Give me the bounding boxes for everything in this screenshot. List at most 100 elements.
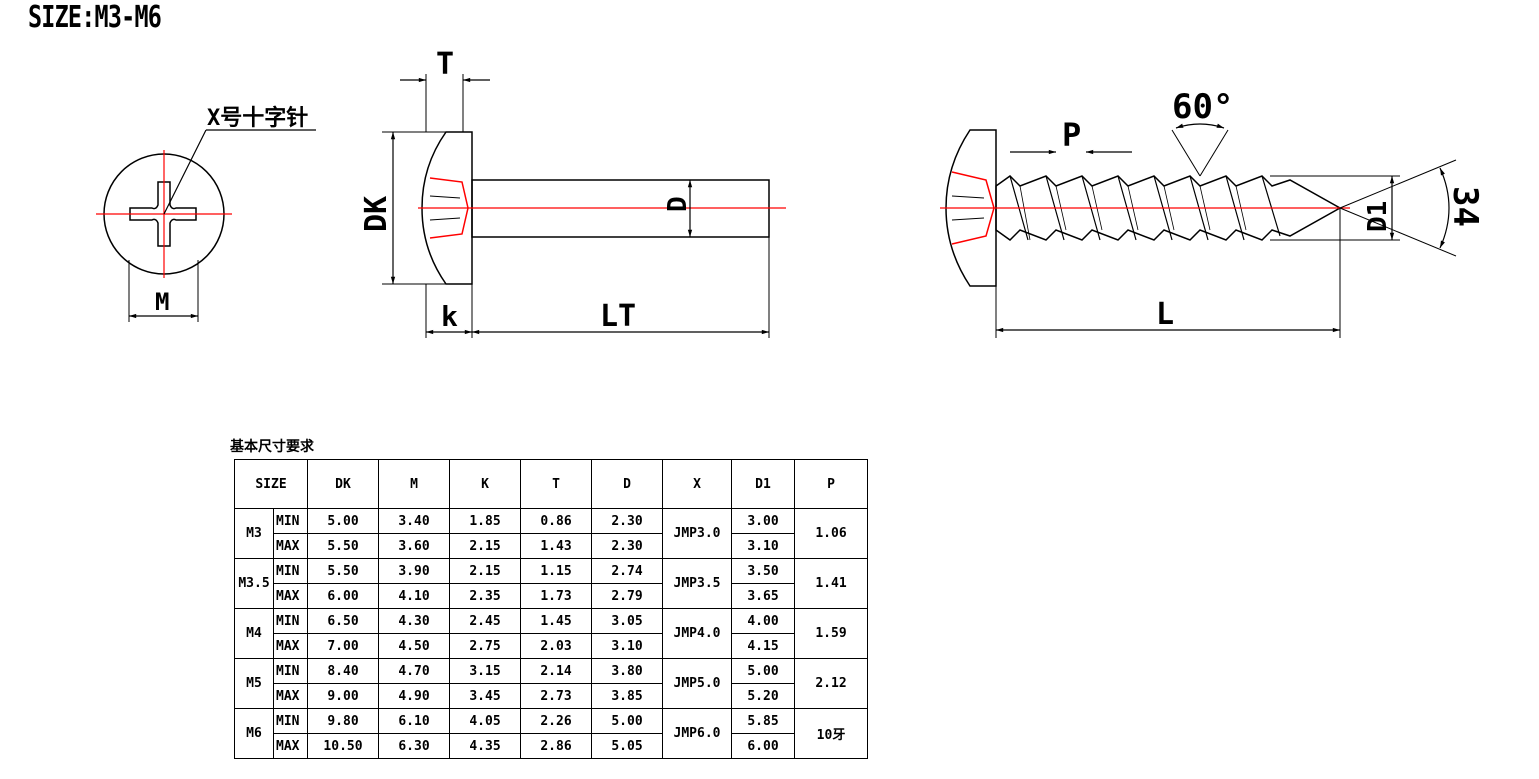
cell-d1: 6.00 bbox=[731, 733, 795, 759]
cell-size: M3.5 bbox=[234, 558, 274, 609]
label-P: P bbox=[1062, 116, 1081, 154]
table-row: M3.5 MIN 5.50 3.90 2.15 1.15 2.74 JMP3.5… bbox=[234, 558, 868, 609]
cell-m: 4.70 bbox=[378, 658, 450, 684]
drawing-title: SIZE:M3-M6 bbox=[28, 0, 162, 35]
cell-d1: 3.65 bbox=[731, 583, 795, 609]
cell-dk: 9.80 bbox=[307, 708, 379, 734]
label-L: L bbox=[1156, 297, 1174, 332]
cell-k: 2.45 bbox=[449, 608, 521, 634]
cell-t: 2.73 bbox=[520, 683, 592, 709]
header-d1: D1 bbox=[731, 459, 795, 509]
tapping-screw-view: P 60° D1 34 L bbox=[940, 87, 1485, 338]
cell-d: 5.00 bbox=[591, 708, 663, 734]
table-caption: 基本尺寸要求 bbox=[230, 439, 314, 455]
cell-minmax: MAX bbox=[273, 633, 308, 659]
cell-k: 4.35 bbox=[449, 733, 521, 759]
cell-minmax: MAX bbox=[273, 683, 308, 709]
cell-size: M6 bbox=[234, 708, 274, 759]
label-D1: D1 bbox=[1363, 201, 1393, 232]
cell-m: 4.50 bbox=[378, 633, 450, 659]
cell-d1: 5.00 bbox=[731, 658, 795, 684]
cell-p: 1.41 bbox=[794, 558, 868, 609]
cell-size: M4 bbox=[234, 608, 274, 659]
cell-minmax: MIN bbox=[273, 508, 308, 534]
label-k: k bbox=[441, 300, 458, 333]
cell-t: 2.26 bbox=[520, 708, 592, 734]
cell-p: 1.59 bbox=[794, 608, 868, 659]
cell-k: 2.35 bbox=[449, 583, 521, 609]
cell-t: 2.03 bbox=[520, 633, 592, 659]
cell-x: JMP5.0 bbox=[662, 658, 732, 709]
table-row: MAX 10.50 6.30 4.35 2.86 5.05 6.00 bbox=[235, 733, 868, 759]
cell-d: 3.80 bbox=[591, 658, 663, 684]
cell-d1: 4.00 bbox=[731, 608, 795, 634]
cell-p: 1.06 bbox=[794, 508, 868, 559]
header-p: P bbox=[794, 459, 868, 509]
cell-p: 2.12 bbox=[794, 658, 868, 709]
cell-d1: 4.15 bbox=[731, 633, 795, 659]
cell-m: 4.10 bbox=[378, 583, 450, 609]
cell-p: 10牙 bbox=[794, 708, 868, 759]
cell-t: 0.86 bbox=[520, 508, 592, 534]
table-row: MAX 6.00 4.10 2.35 1.73 2.79 3.65 bbox=[235, 583, 868, 609]
table-row: MAX 7.00 4.50 2.75 2.03 3.10 4.15 bbox=[235, 633, 868, 659]
table-row: M3 MIN 5.00 3.40 1.85 0.86 2.30 JMP3.0 3… bbox=[234, 508, 868, 559]
header-d: D bbox=[591, 459, 663, 509]
cell-k: 3.45 bbox=[449, 683, 521, 709]
header-size: SIZE bbox=[234, 459, 308, 509]
cell-m: 3.90 bbox=[378, 558, 450, 584]
table-row: MAX 5.50 3.60 2.15 1.43 2.30 3.10 bbox=[235, 533, 868, 559]
cell-m: 3.40 bbox=[378, 508, 450, 534]
cell-x: JMP3.0 bbox=[662, 508, 732, 559]
cell-d: 2.74 bbox=[591, 558, 663, 584]
header-k: K bbox=[449, 459, 521, 509]
cell-minmax: MAX bbox=[273, 533, 308, 559]
cell-dk: 10.50 bbox=[307, 733, 379, 759]
cell-minmax: MIN bbox=[273, 558, 308, 584]
label-34: 34 bbox=[1445, 186, 1485, 227]
cell-t: 2.14 bbox=[520, 658, 592, 684]
header-t: T bbox=[520, 459, 592, 509]
cell-d: 2.79 bbox=[591, 583, 663, 609]
cell-d1: 3.10 bbox=[731, 533, 795, 559]
cross-recess bbox=[129, 181, 197, 247]
cell-t: 1.45 bbox=[520, 608, 592, 634]
cell-minmax: MIN bbox=[273, 658, 308, 684]
cell-d1: 3.00 bbox=[731, 508, 795, 534]
label-D: D bbox=[663, 196, 693, 212]
cell-size: M3 bbox=[234, 508, 274, 559]
label-T: T bbox=[436, 47, 454, 82]
top-view: X号十字针 M bbox=[96, 105, 316, 322]
cell-k: 3.15 bbox=[449, 658, 521, 684]
cell-x: JMP3.5 bbox=[662, 558, 732, 609]
cell-m: 3.60 bbox=[378, 533, 450, 559]
cell-t: 1.15 bbox=[520, 558, 592, 584]
cell-d1: 3.50 bbox=[731, 558, 795, 584]
cell-dk: 6.50 bbox=[307, 608, 379, 634]
cell-dk: 7.00 bbox=[307, 633, 379, 659]
cell-k: 2.75 bbox=[449, 633, 521, 659]
cell-minmax: MIN bbox=[273, 608, 308, 634]
thread-body bbox=[995, 175, 1342, 241]
label-angle: 60° bbox=[1172, 87, 1233, 127]
cell-dk: 9.00 bbox=[307, 683, 379, 709]
label-M: M bbox=[155, 288, 169, 316]
cell-k: 2.15 bbox=[449, 533, 521, 559]
cell-k: 2.15 bbox=[449, 558, 521, 584]
cell-d: 2.30 bbox=[591, 533, 663, 559]
cell-d: 5.05 bbox=[591, 733, 663, 759]
cell-d: 2.30 bbox=[591, 508, 663, 534]
table-row: MAX 9.00 4.90 3.45 2.73 3.85 5.20 bbox=[235, 683, 868, 709]
header-dk: DK bbox=[307, 459, 379, 509]
cell-dk: 6.00 bbox=[307, 583, 379, 609]
cell-dk: 5.50 bbox=[307, 558, 379, 584]
header-m: M bbox=[378, 459, 450, 509]
cell-dk: 5.50 bbox=[307, 533, 379, 559]
cell-x: JMP6.0 bbox=[662, 708, 732, 759]
cell-dk: 8.40 bbox=[307, 658, 379, 684]
cell-dk: 5.00 bbox=[307, 508, 379, 534]
table-row: M6 MIN 9.80 6.10 4.05 2.26 5.00 JMP6.0 5… bbox=[234, 708, 868, 759]
table-row: M5 MIN 8.40 4.70 3.15 2.14 3.80 JMP5.0 5… bbox=[234, 658, 868, 709]
label-DK: DK bbox=[359, 196, 394, 232]
